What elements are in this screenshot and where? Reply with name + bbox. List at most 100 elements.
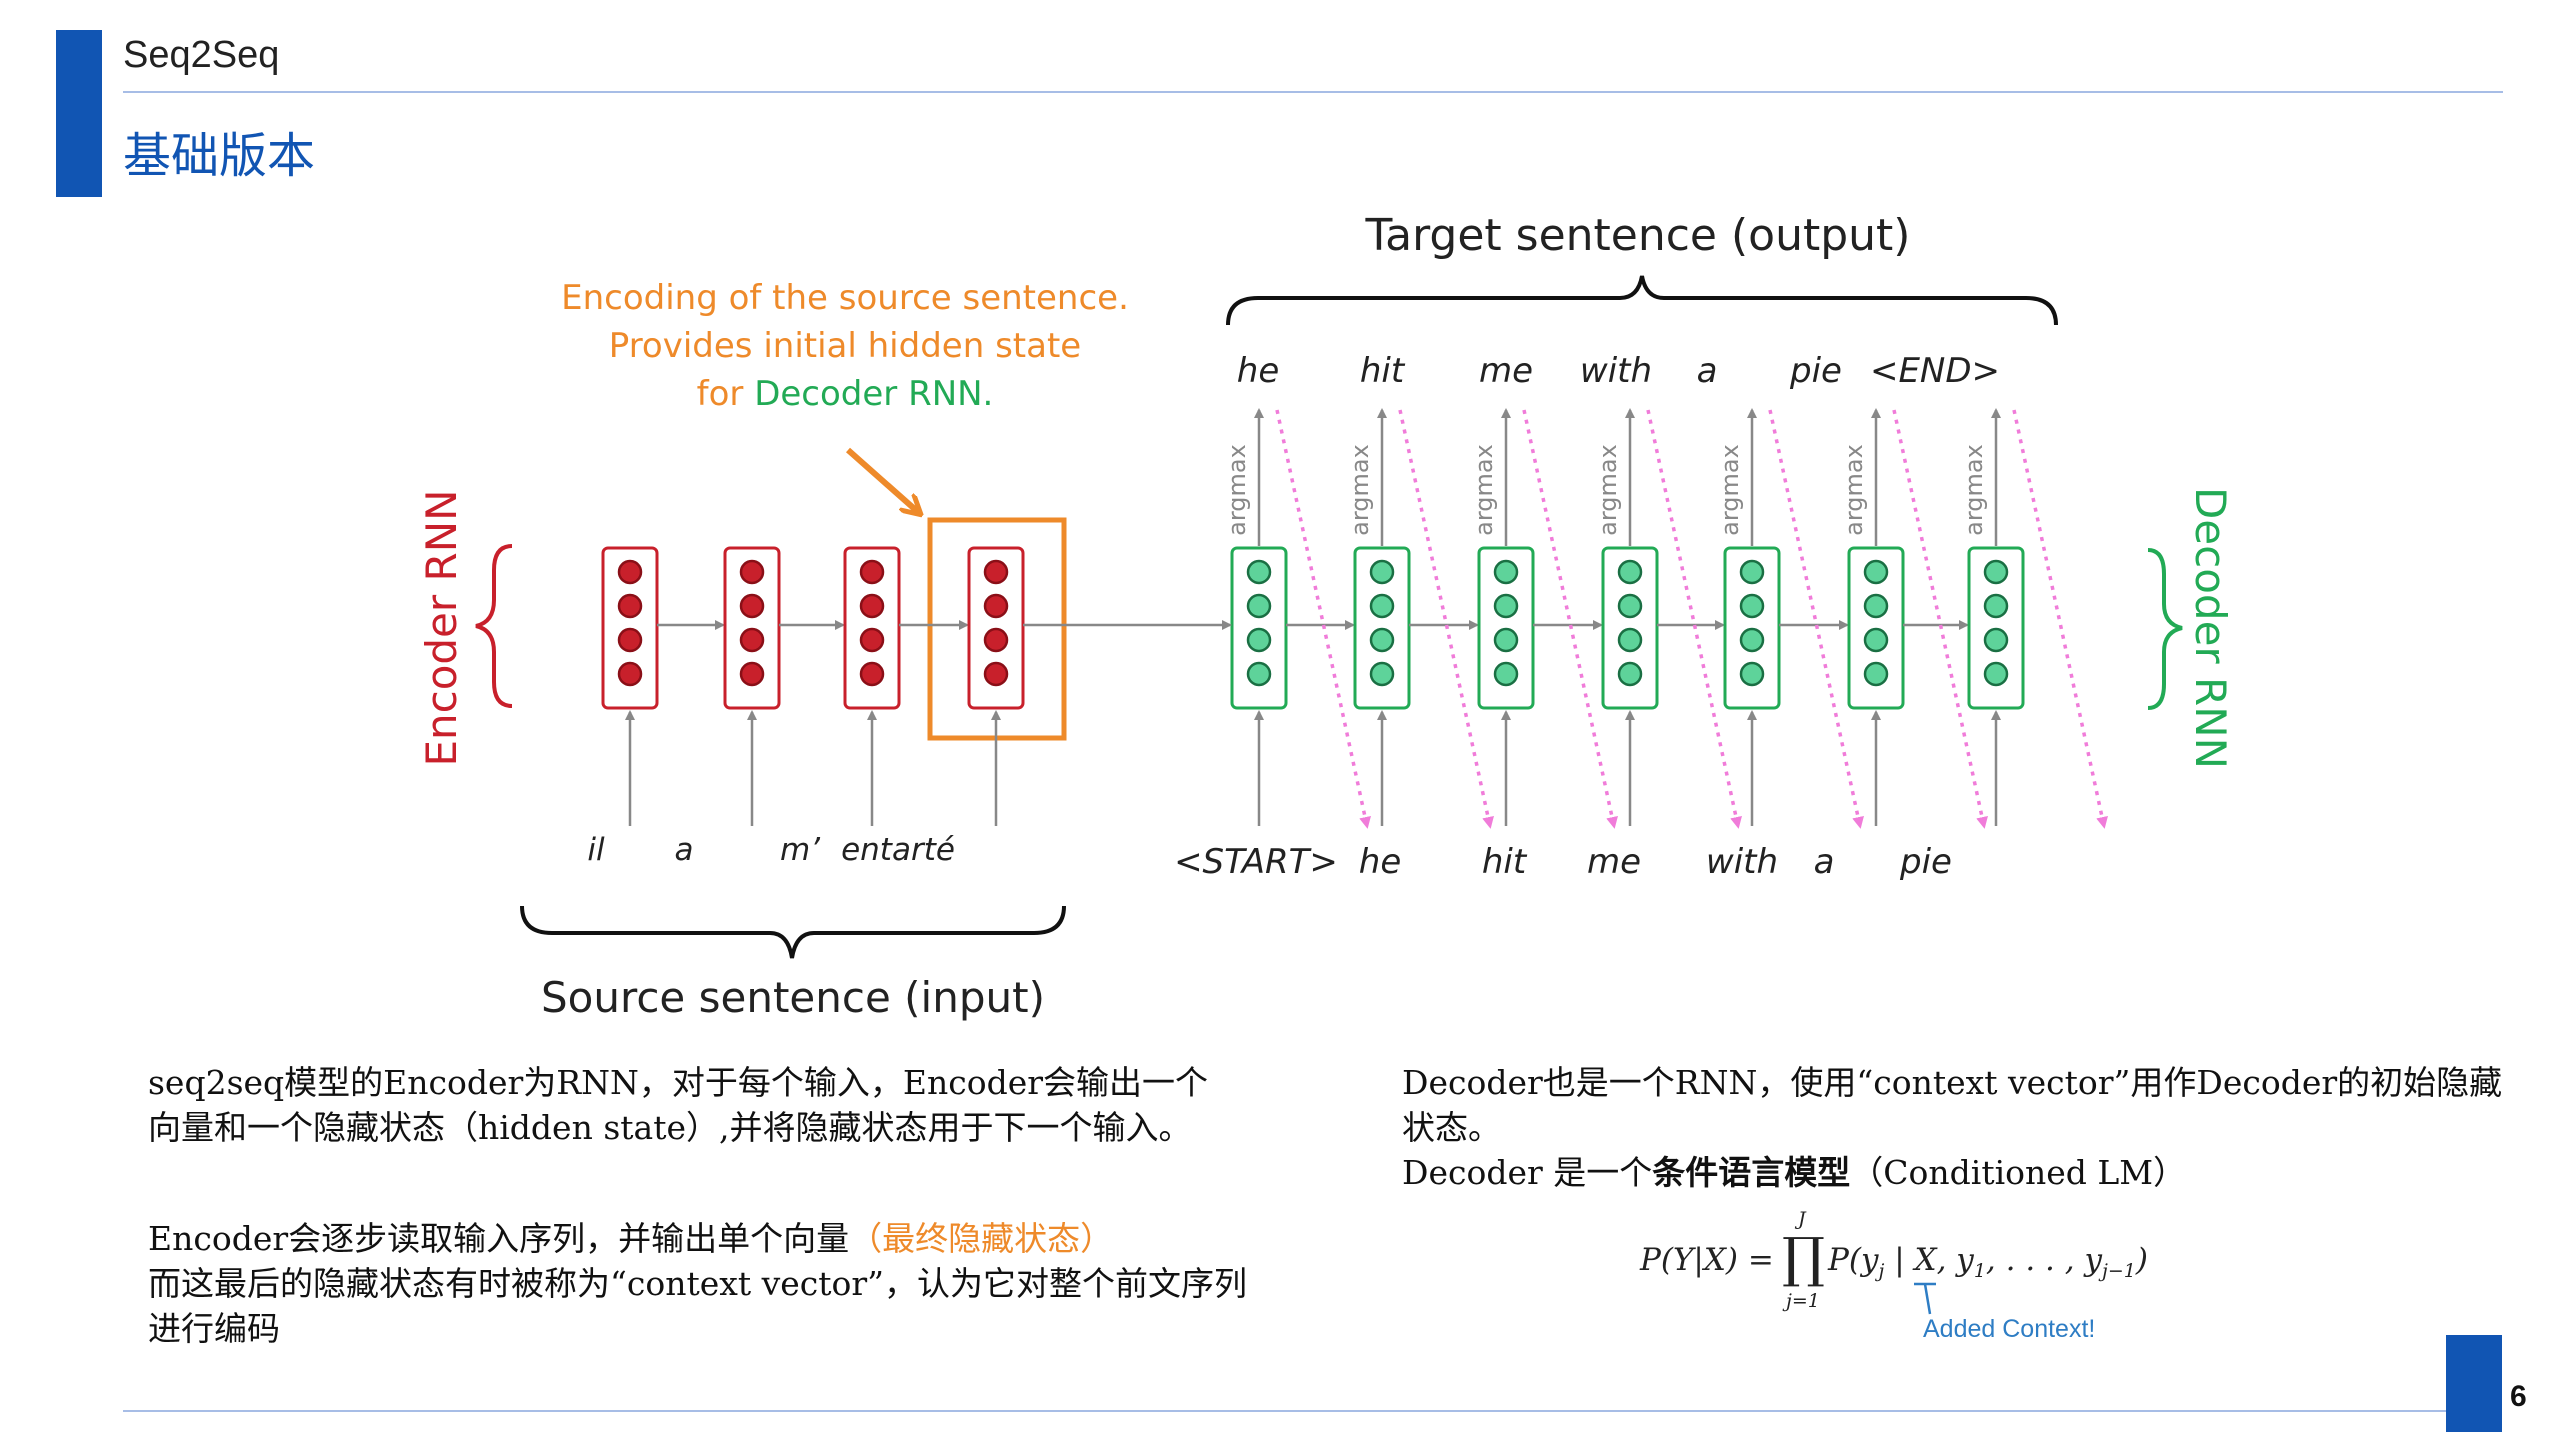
decoder-neuron xyxy=(1246,593,1272,619)
decoder-neuron xyxy=(1493,559,1519,585)
encoder-neuron xyxy=(739,559,765,585)
p2-part-b: （最终隐藏状态） xyxy=(849,1219,1114,1258)
argmax-label: argmax xyxy=(1594,444,1622,536)
argmax-label: argmax xyxy=(1223,444,1251,536)
encoder-neuron xyxy=(739,661,765,687)
decoder-neuron xyxy=(1617,559,1643,585)
target-brace xyxy=(1226,275,2058,326)
decoder-neuron xyxy=(1863,559,1889,585)
encoder-neuron xyxy=(983,593,1009,619)
decoder-cell xyxy=(1723,546,1781,710)
callout-line-3: for Decoder RNN. xyxy=(697,374,994,414)
argmax-label: argmax xyxy=(1840,444,1868,536)
decoder-neuron xyxy=(1983,593,2009,619)
encoder-explanation: seq2seq模型的Encoder为RNN，对于每个输入，Encoder会输出一… xyxy=(148,1063,1209,1147)
decoder-neuron xyxy=(1739,627,1765,653)
p3-part-c: 条件语言模型 xyxy=(1652,1153,1851,1192)
argmax-label: argmax xyxy=(1346,444,1374,536)
p3-part-d: （Conditioned LM） xyxy=(1850,1153,2187,1192)
callout-line-1: Encoding of the source sentence. xyxy=(561,278,1129,318)
decoder-neuron xyxy=(1246,627,1272,653)
feedback-arrow xyxy=(2012,409,2108,829)
decoder-input-word: a xyxy=(1814,842,1835,882)
encoder-neuron xyxy=(859,661,885,687)
feedback-arrow xyxy=(1275,409,1371,829)
decoder-neuron xyxy=(1369,559,1395,585)
encoder-neuron xyxy=(859,593,885,619)
added-context-note: Added Context! xyxy=(1923,1315,2096,1343)
decoder-input-word: me xyxy=(1587,842,1641,882)
decoder-neuron xyxy=(1983,627,2009,653)
encoder-neuron xyxy=(617,559,643,585)
encoder-neuron xyxy=(617,627,643,653)
p3-part-b: Decoder 是一个 xyxy=(1402,1153,1653,1192)
decoder-neuron xyxy=(1617,593,1643,619)
decoder-neuron xyxy=(1617,661,1643,687)
added-context-pointer xyxy=(1914,1282,1936,1315)
decoder-neuron xyxy=(1369,593,1395,619)
decoder-output-word: me xyxy=(1479,351,1533,391)
encoder-neuron xyxy=(617,661,643,687)
encoder-neuron xyxy=(617,593,643,619)
encoder-neuron xyxy=(983,661,1009,687)
decoder-neuron xyxy=(1739,559,1765,585)
feedback-arrow xyxy=(1398,409,1494,829)
p2-part-c: 而这最后的隐藏状态有时被称为“context vector”，认为它对整个前文序… xyxy=(148,1264,1248,1348)
decoder-cell xyxy=(1353,546,1411,710)
decoder-neuron xyxy=(1863,593,1889,619)
encoder-neuron xyxy=(983,559,1009,585)
source-sentence-label: Source sentence (input) xyxy=(541,973,1045,1022)
decoder-neuron xyxy=(1739,593,1765,619)
header-title: Seq2Seq xyxy=(123,34,280,76)
slide-subtitle: 基础版本 xyxy=(123,128,316,184)
source-word: m’ xyxy=(780,832,821,868)
argmax-label: argmax xyxy=(1960,444,1988,536)
encoder-cell xyxy=(723,546,781,710)
p2-part-a: Encoder会逐步读取输入序列，并输出单个向量 xyxy=(148,1219,850,1258)
encoder-neuron xyxy=(859,559,885,585)
decoder-input-word: hit xyxy=(1482,842,1528,882)
decoder-neuron xyxy=(1983,661,2009,687)
decoder-cell xyxy=(1601,546,1659,710)
decoder-output-word: he xyxy=(1237,351,1279,391)
decoder-neuron xyxy=(1493,627,1519,653)
decoder-neuron xyxy=(1983,559,2009,585)
decoder-cell xyxy=(1477,546,1535,710)
decoder-output-word: with xyxy=(1580,351,1652,391)
encoder-cell xyxy=(843,546,901,710)
decoder-neuron xyxy=(1863,661,1889,687)
callout-arrow xyxy=(846,447,918,512)
decoder-input-word: <START> xyxy=(1174,842,1338,882)
feedback-arrow xyxy=(1646,409,1742,829)
decoder-input-word: he xyxy=(1359,842,1401,882)
decoder-cell xyxy=(1847,546,1905,710)
encoder-brace xyxy=(475,544,513,708)
encoder-cell xyxy=(601,546,659,710)
decoder-neuron xyxy=(1739,661,1765,687)
decoder-neuron xyxy=(1493,661,1519,687)
decoder-neuron xyxy=(1246,661,1272,687)
decoder-output-word: a xyxy=(1697,351,1718,391)
decoder-rnn-label: Decoder RNN xyxy=(2186,487,2235,769)
target-sentence-label: Target sentence (output) xyxy=(1365,210,1911,261)
decoder-explanation: Decoder也是一个RNN，使用“context vector”用作Decod… xyxy=(1402,1060,2522,1195)
source-word: a xyxy=(675,832,694,868)
feedback-arrow xyxy=(1522,409,1618,829)
footer-divider xyxy=(123,1410,2453,1412)
argmax-label: argmax xyxy=(1470,444,1498,536)
decoder-brace xyxy=(2147,548,2183,710)
feedback-arrow xyxy=(1768,409,1864,829)
callout-decoder: Decoder RNN. xyxy=(754,374,993,414)
context-vector-explanation: Encoder会逐步读取输入序列，并输出单个向量（最终隐藏状态） 而这最后的隐藏状… xyxy=(148,1216,1268,1351)
encoder-rnn-label: Encoder RNN xyxy=(417,489,466,766)
encoder-neuron xyxy=(739,593,765,619)
decoder-cell xyxy=(1230,546,1288,710)
decoder-output-word: pie xyxy=(1789,351,1842,391)
decoder-cell xyxy=(1967,546,2025,710)
callout-line-2: Provides initial hidden state xyxy=(609,326,1081,366)
page-number-accent xyxy=(2446,1335,2502,1432)
decoder-neuron xyxy=(1369,627,1395,653)
